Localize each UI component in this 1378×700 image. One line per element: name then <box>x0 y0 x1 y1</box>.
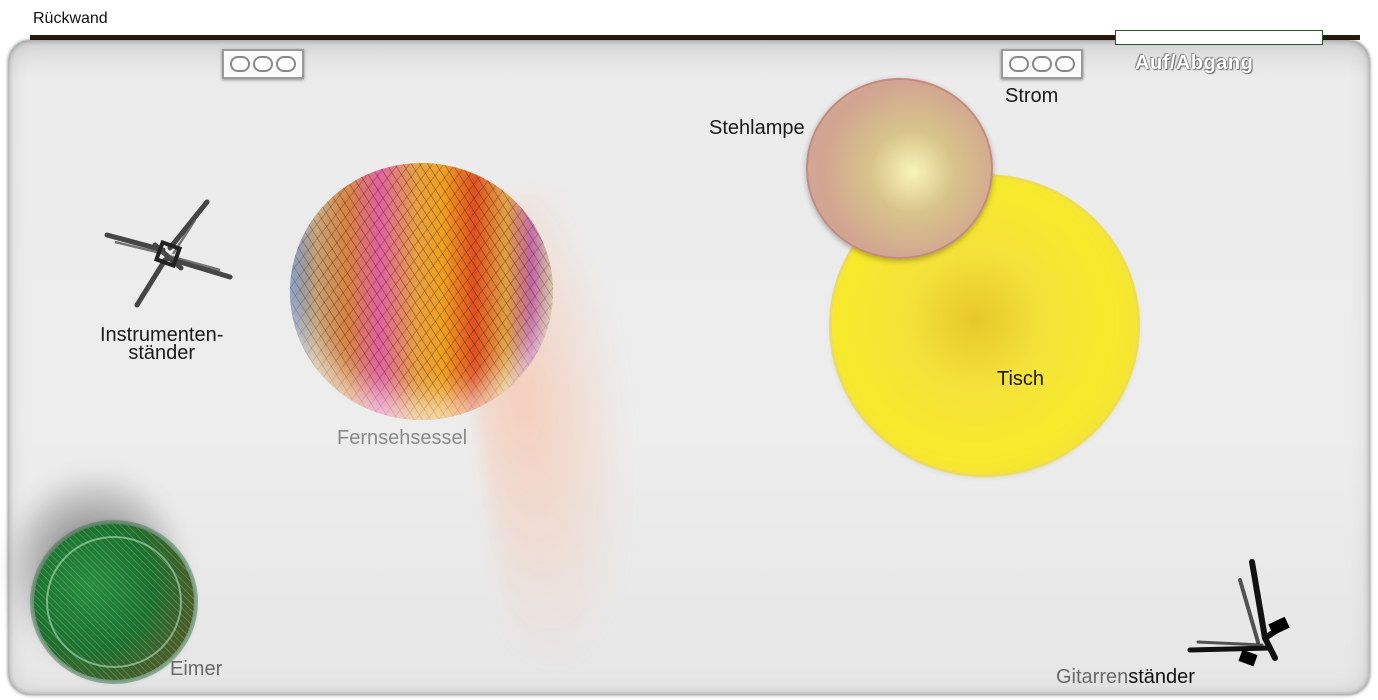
bucket-rim <box>46 536 182 668</box>
instrument-stand-icon <box>104 199 233 308</box>
guitar-stand-label: Gitarrenständer <box>1056 666 1195 689</box>
instrument-stand-label: Instrumenten- ständer <box>100 324 224 364</box>
armchair <box>290 163 553 420</box>
power-outlet-icon <box>222 49 304 79</box>
power-outlet-label: Strom <box>1005 85 1059 107</box>
guitar-stand-icon <box>1187 559 1290 667</box>
back-wall-label: Rückwand <box>33 10 108 27</box>
guitar-stand-label-part1: Gitarren <box>1056 666 1129 688</box>
stairway-label: Auf/Abgang <box>1135 52 1254 74</box>
armchair-label: Fernsehsessel <box>337 427 468 449</box>
instrument-stand-label-line2: ständer <box>128 342 196 364</box>
room-floor <box>8 40 1370 695</box>
bucket-label: Eimer <box>170 658 223 680</box>
guitar-stand-label-part2: ständer <box>1128 666 1195 688</box>
table-label: Tisch <box>997 368 1045 390</box>
power-outlet-icon <box>1001 49 1083 79</box>
instrument-stand-label-line1: Instrumenten- <box>100 324 224 346</box>
floor-lamp <box>806 78 993 259</box>
floor-lamp-label: Stehlampe <box>709 117 805 139</box>
stairway-opening <box>1115 30 1323 45</box>
back-wall <box>30 35 1360 40</box>
